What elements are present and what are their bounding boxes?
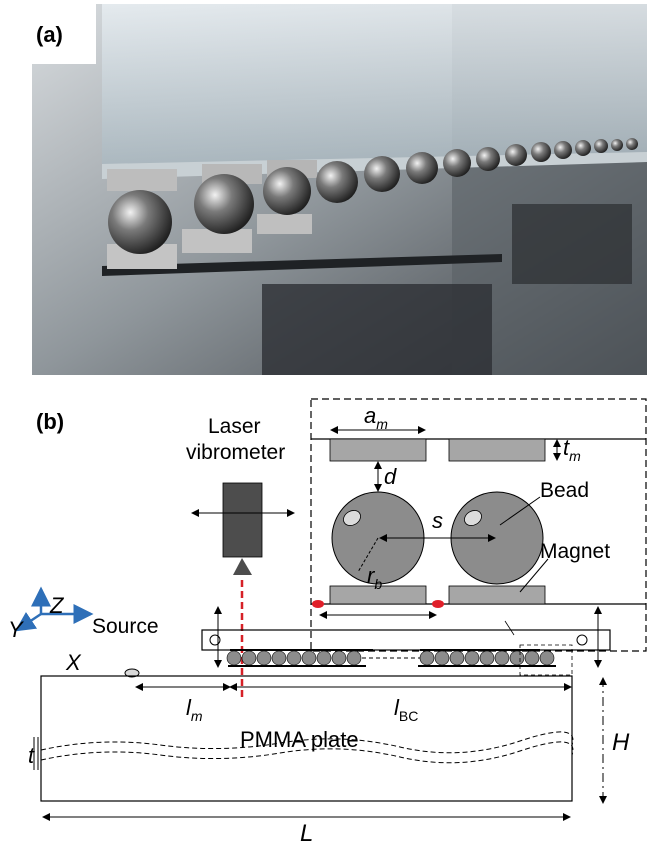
source-label: Source: [92, 615, 159, 638]
lm-label: lm: [186, 695, 203, 724]
source-marker: [124, 668, 140, 678]
axis-z-label: Z: [49, 593, 65, 618]
lbc-label: lBC: [394, 695, 418, 724]
s-label: s: [432, 508, 443, 533]
d-label: d: [384, 464, 397, 489]
panel-b-label: (b): [36, 409, 64, 434]
magnet-label: Magnet: [540, 540, 610, 563]
laser-vibrometer: Laser vibrometer: [186, 415, 295, 697]
t-label: t: [28, 743, 35, 768]
bead-array-bar: [201, 620, 611, 676]
bead-label: Bead: [540, 479, 589, 502]
laser-label-line2: vibrometer: [186, 441, 285, 464]
am-label: am: [364, 403, 388, 432]
rb-label: rb: [367, 563, 382, 592]
inset-detail: am tm d s rb Bead Magnet: [310, 398, 647, 652]
photo-bead-row: [107, 138, 638, 269]
photo-magnetic-bead-array: (a): [32, 4, 647, 375]
top-magnet-2: [448, 438, 546, 462]
bottom-magnet-2: [448, 585, 546, 605]
top-magnet-1: [329, 438, 427, 462]
contact-dot-right: [432, 600, 444, 608]
laser-label-line1: Laser: [208, 415, 261, 438]
schematic-diagram: (b) am tm d s rb Bead: [8, 398, 647, 844]
tm-label: tm: [563, 435, 581, 464]
axis-y-label: Y: [8, 617, 24, 642]
l-label: L: [300, 820, 313, 844]
panel-a-label: (a): [36, 22, 63, 47]
contact-dot-left: [312, 600, 324, 608]
bottom-magnet-1: [329, 585, 427, 605]
plate-label: PMMA plate: [240, 727, 359, 752]
h-label: H: [612, 729, 630, 756]
pmma-plate: PMMA plate: [40, 675, 574, 802]
axis-x-label: X: [65, 650, 82, 675]
coordinate-axes: Z Y X: [8, 586, 94, 675]
